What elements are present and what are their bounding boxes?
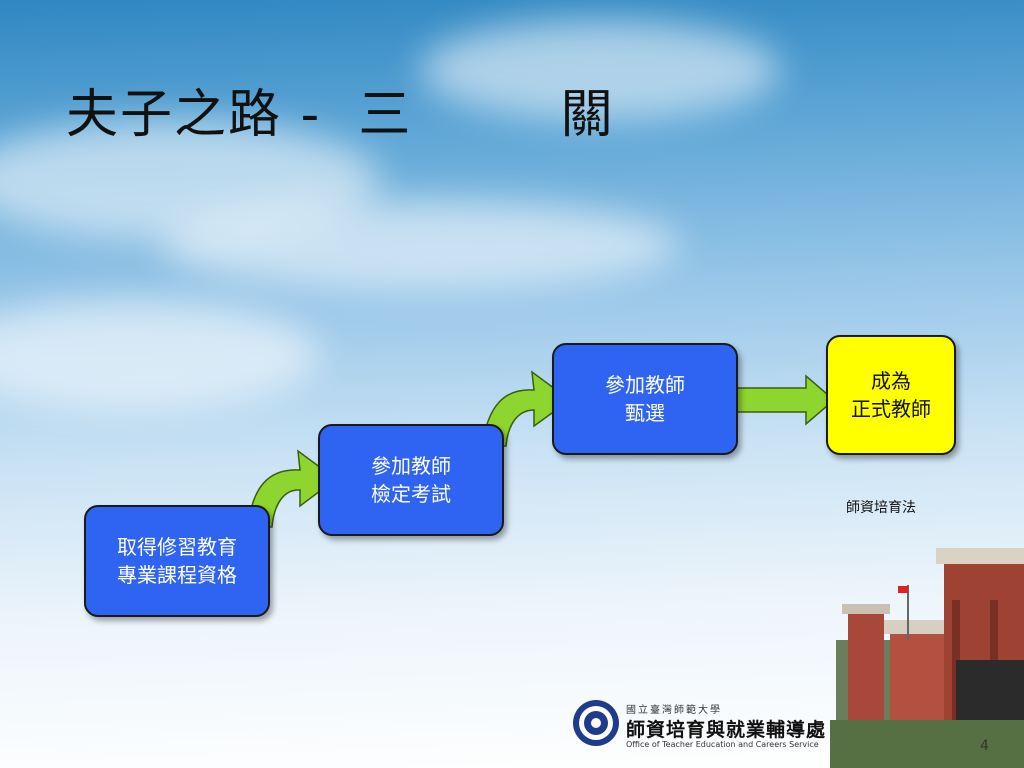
step-2-line-1: 參加教師 bbox=[371, 454, 451, 478]
slide-title: 夫子之路 - 三 關 bbox=[66, 85, 615, 145]
logo-office-name: 師資培育與就業輔導處 bbox=[626, 719, 827, 741]
step-3-line-2: 甄選 bbox=[625, 401, 665, 425]
cloud bbox=[420, 20, 780, 120]
step-1-line-1: 取得修習教育 bbox=[117, 535, 237, 559]
step-2-line-2: 檢定考試 bbox=[371, 482, 451, 506]
step-4-line-2: 正式教師 bbox=[851, 397, 931, 421]
step-box-official-teacher: 成為 正式教師 bbox=[826, 335, 956, 455]
step-box-teacher-selection: 參加教師 甄選 bbox=[552, 343, 738, 455]
step-3-line-1: 參加教師 bbox=[605, 373, 685, 397]
step-box-qualification: 取得修習教育 專業課程資格 bbox=[84, 505, 270, 617]
cloud bbox=[160, 200, 680, 290]
logo-university-name: 國立臺灣師範大學 bbox=[626, 705, 722, 716]
logo-office-english: Office of Teacher Education and Careers … bbox=[626, 740, 819, 749]
step-1-line-2: 專業課程資格 bbox=[117, 563, 237, 587]
curved-arrow-1 bbox=[247, 449, 338, 528]
page-number: 4 bbox=[980, 738, 989, 754]
cloud bbox=[0, 300, 320, 410]
step-4-line-1: 成為 bbox=[871, 369, 911, 393]
curved-arrow-2 bbox=[481, 370, 572, 447]
law-note: 師資培育法 bbox=[846, 500, 916, 516]
step-box-certification-exam: 參加教師 檢定考試 bbox=[318, 424, 504, 536]
